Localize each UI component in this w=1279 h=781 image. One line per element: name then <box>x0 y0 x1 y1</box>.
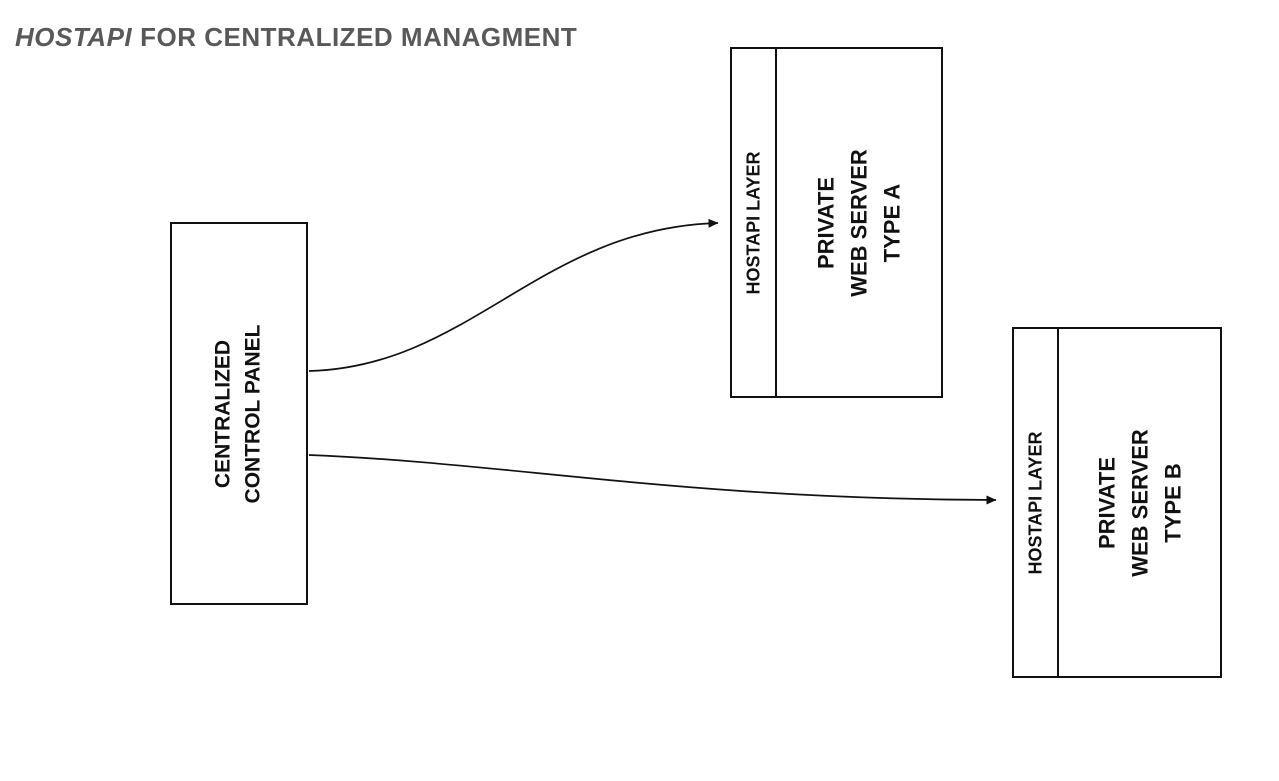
server-b-label-line2: WEB SERVER <box>1127 428 1152 577</box>
server-a-hostapi-layer-label: HOSTAPI LAYER <box>743 150 763 295</box>
server-b-label: PRIVATE WEB SERVER TYPE B <box>1090 429 1189 577</box>
server-b-hostapi-layer-label: HOSTAPI LAYER <box>1025 430 1045 575</box>
title-rest: FOR CENTRALIZED MANAGMENT <box>140 22 578 52</box>
server-a-main-area: PRIVATE WEB SERVER TYPE A <box>777 49 941 396</box>
control-panel-label-line2: CONTROL PANEL <box>242 324 265 503</box>
server-a-label-line3: TYPE A <box>879 183 905 262</box>
server-a-label-line2: WEB SERVER <box>846 148 872 297</box>
title-brand: HOSTAPI <box>15 22 133 52</box>
server-b-hostapi-layer-column: HOSTAPI LAYER <box>1014 329 1059 676</box>
server-a-hostapi-layer-column: HOSTAPI LAYER <box>732 49 777 396</box>
server-b-main-area: PRIVATE WEB SERVER TYPE B <box>1059 329 1220 676</box>
control-panel-label: CENTRALIZED CONTROL PANEL <box>209 324 270 503</box>
server-b-label-line3: TYPE B <box>1160 462 1185 543</box>
arrow-control-to-server-a <box>308 218 719 372</box>
arrow-control-to-server-b <box>308 454 997 505</box>
node-private-web-server-type-b: HOSTAPI LAYER PRIVATE WEB SERVER TYPE B <box>1012 327 1222 678</box>
server-a-label-line1: PRIVATE <box>813 176 839 269</box>
server-b-label-line1: PRIVATE <box>1094 456 1119 549</box>
control-panel-label-line1: CENTRALIZED <box>211 339 235 488</box>
node-centralized-control-panel: CENTRALIZED CONTROL PANEL <box>170 222 308 605</box>
server-a-label: PRIVATE WEB SERVER TYPE A <box>810 149 909 297</box>
node-private-web-server-type-a: HOSTAPI LAYER PRIVATE WEB SERVER TYPE A <box>730 47 943 398</box>
